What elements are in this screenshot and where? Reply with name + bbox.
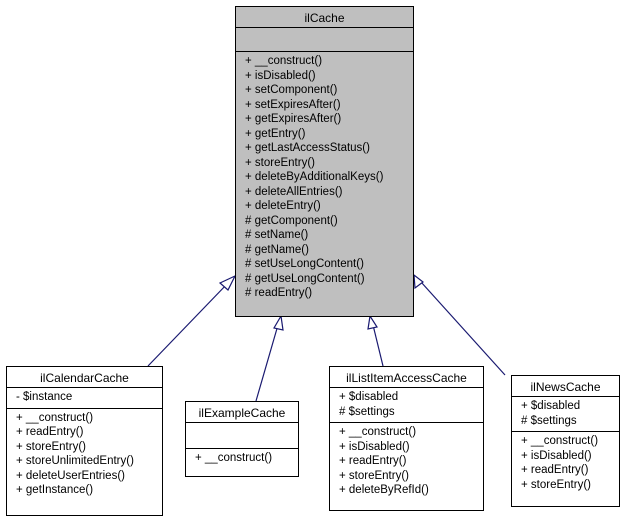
- attribute-item: + $disabled: [521, 400, 581, 412]
- inheritance-arrowhead-ilExampleCache: [273, 314, 284, 331]
- edge-ilListItemAccessCache-to-ilCache: [372, 324, 384, 367]
- attribute-item: # $settings: [521, 414, 577, 427]
- class-ilListItemAccessCache[interactable]: ilListItemAccessCache + $disabled # $sett…: [329, 366, 484, 511]
- class-name: ilExampleCache: [198, 406, 286, 420]
- method-item: + storeEntry(): [521, 478, 591, 491]
- method-item: + isDisabled(): [521, 449, 592, 462]
- attributes-section: + $disabled # $settings: [512, 396, 619, 431]
- attributes-section: + $disabled # $settings: [330, 387, 483, 422]
- method-item: + storeEntry(): [245, 156, 315, 169]
- attributes-section: - $instance: [7, 387, 162, 408]
- method-item: + storeEntry(): [16, 440, 86, 453]
- method-item: + readEntry(): [339, 455, 407, 467]
- method-item: + setExpiresAfter(): [245, 98, 341, 111]
- class-ilCache[interactable]: ilCache + __construct() + isDisabled() + s…: [235, 6, 414, 317]
- methods-section: + __construct() + isDisabled() + readEntry…: [330, 422, 483, 501]
- method-item: + __construct(): [195, 452, 273, 464]
- method-item: + readEntry(): [16, 426, 84, 438]
- method-item: + readEntry(): [521, 464, 589, 476]
- inheritance-arrowhead-ilListItemAccessCache: [367, 314, 378, 330]
- attributes-section: [186, 422, 298, 448]
- class-name: ilListItemAccessCache: [346, 371, 467, 385]
- method-item: + __construct(): [521, 435, 599, 447]
- class-name: ilCalendarCache: [40, 371, 129, 385]
- attribute-item: - $instance: [16, 391, 73, 403]
- class-ilCalendarCache[interactable]: ilCalendarCache - $instance + __construc…: [6, 366, 163, 516]
- methods-section: + __construct(): [186, 448, 298, 469]
- methods-section: + __construct() + readEntry() + storeEntry…: [7, 407, 162, 501]
- method-item: + deleteUserEntries(): [16, 469, 125, 482]
- methods-section: + __construct() + isDisabled() + setCompon…: [236, 51, 413, 304]
- edge-ilExampleCache-to-ilCache: [255, 324, 279, 402]
- attribute-item: # $settings: [339, 405, 395, 418]
- method-item: + getLastAccessStatus(): [245, 142, 370, 154]
- class-ilExampleCache[interactable]: ilExampleCache + __construct(): [185, 401, 299, 477]
- method-item: + deleteEntry(): [245, 200, 321, 212]
- edge-ilNewsCache-to-ilCache: [420, 281, 506, 376]
- attribute-item: + $disabled: [339, 391, 399, 403]
- edge-ilCalendarCache-to-ilCache: [147, 282, 229, 367]
- method-item: + isDisabled(): [339, 440, 410, 453]
- inheritance-arrowhead-ilNewsCache: [413, 273, 424, 290]
- method-item: + __construct(): [245, 55, 323, 67]
- method-item: + deleteByRefId(): [339, 484, 429, 496]
- method-item: # getComponent(): [245, 214, 338, 227]
- method-item: + setComponent(): [245, 84, 338, 96]
- method-item: + getEntry(): [245, 127, 306, 140]
- method-item: + deleteByAdditionalKeys(): [245, 171, 384, 183]
- method-item: + storeUnlimitedEntry(): [16, 455, 134, 467]
- class-name: ilCache: [304, 11, 345, 25]
- method-item: + storeEntry(): [339, 469, 409, 482]
- method-item: # getName(): [245, 243, 309, 256]
- method-item: + __construct(): [16, 411, 94, 424]
- inheritance-arrowhead-ilCalendarCache: [218, 274, 237, 291]
- class-ilNewsCache[interactable]: ilNewsCache + $disabled # $settings + __c…: [511, 375, 620, 507]
- method-item: + getInstance(): [16, 484, 94, 496]
- method-item: + __construct(): [339, 426, 417, 438]
- method-item: + isDisabled(): [245, 69, 316, 82]
- method-item: + deleteAllEntries(): [245, 185, 343, 198]
- method-item: # getUseLongContent(): [245, 272, 365, 285]
- method-item: # readEntry(): [245, 287, 313, 299]
- method-item: # setName(): [245, 229, 309, 241]
- methods-section: + __construct() + isDisabled() + readEntry…: [512, 431, 619, 495]
- method-item: + getExpiresAfter(): [245, 113, 342, 125]
- method-item: # setUseLongContent(): [245, 258, 364, 270]
- attributes-section: [236, 27, 413, 51]
- class-name: ilNewsCache: [530, 380, 601, 394]
